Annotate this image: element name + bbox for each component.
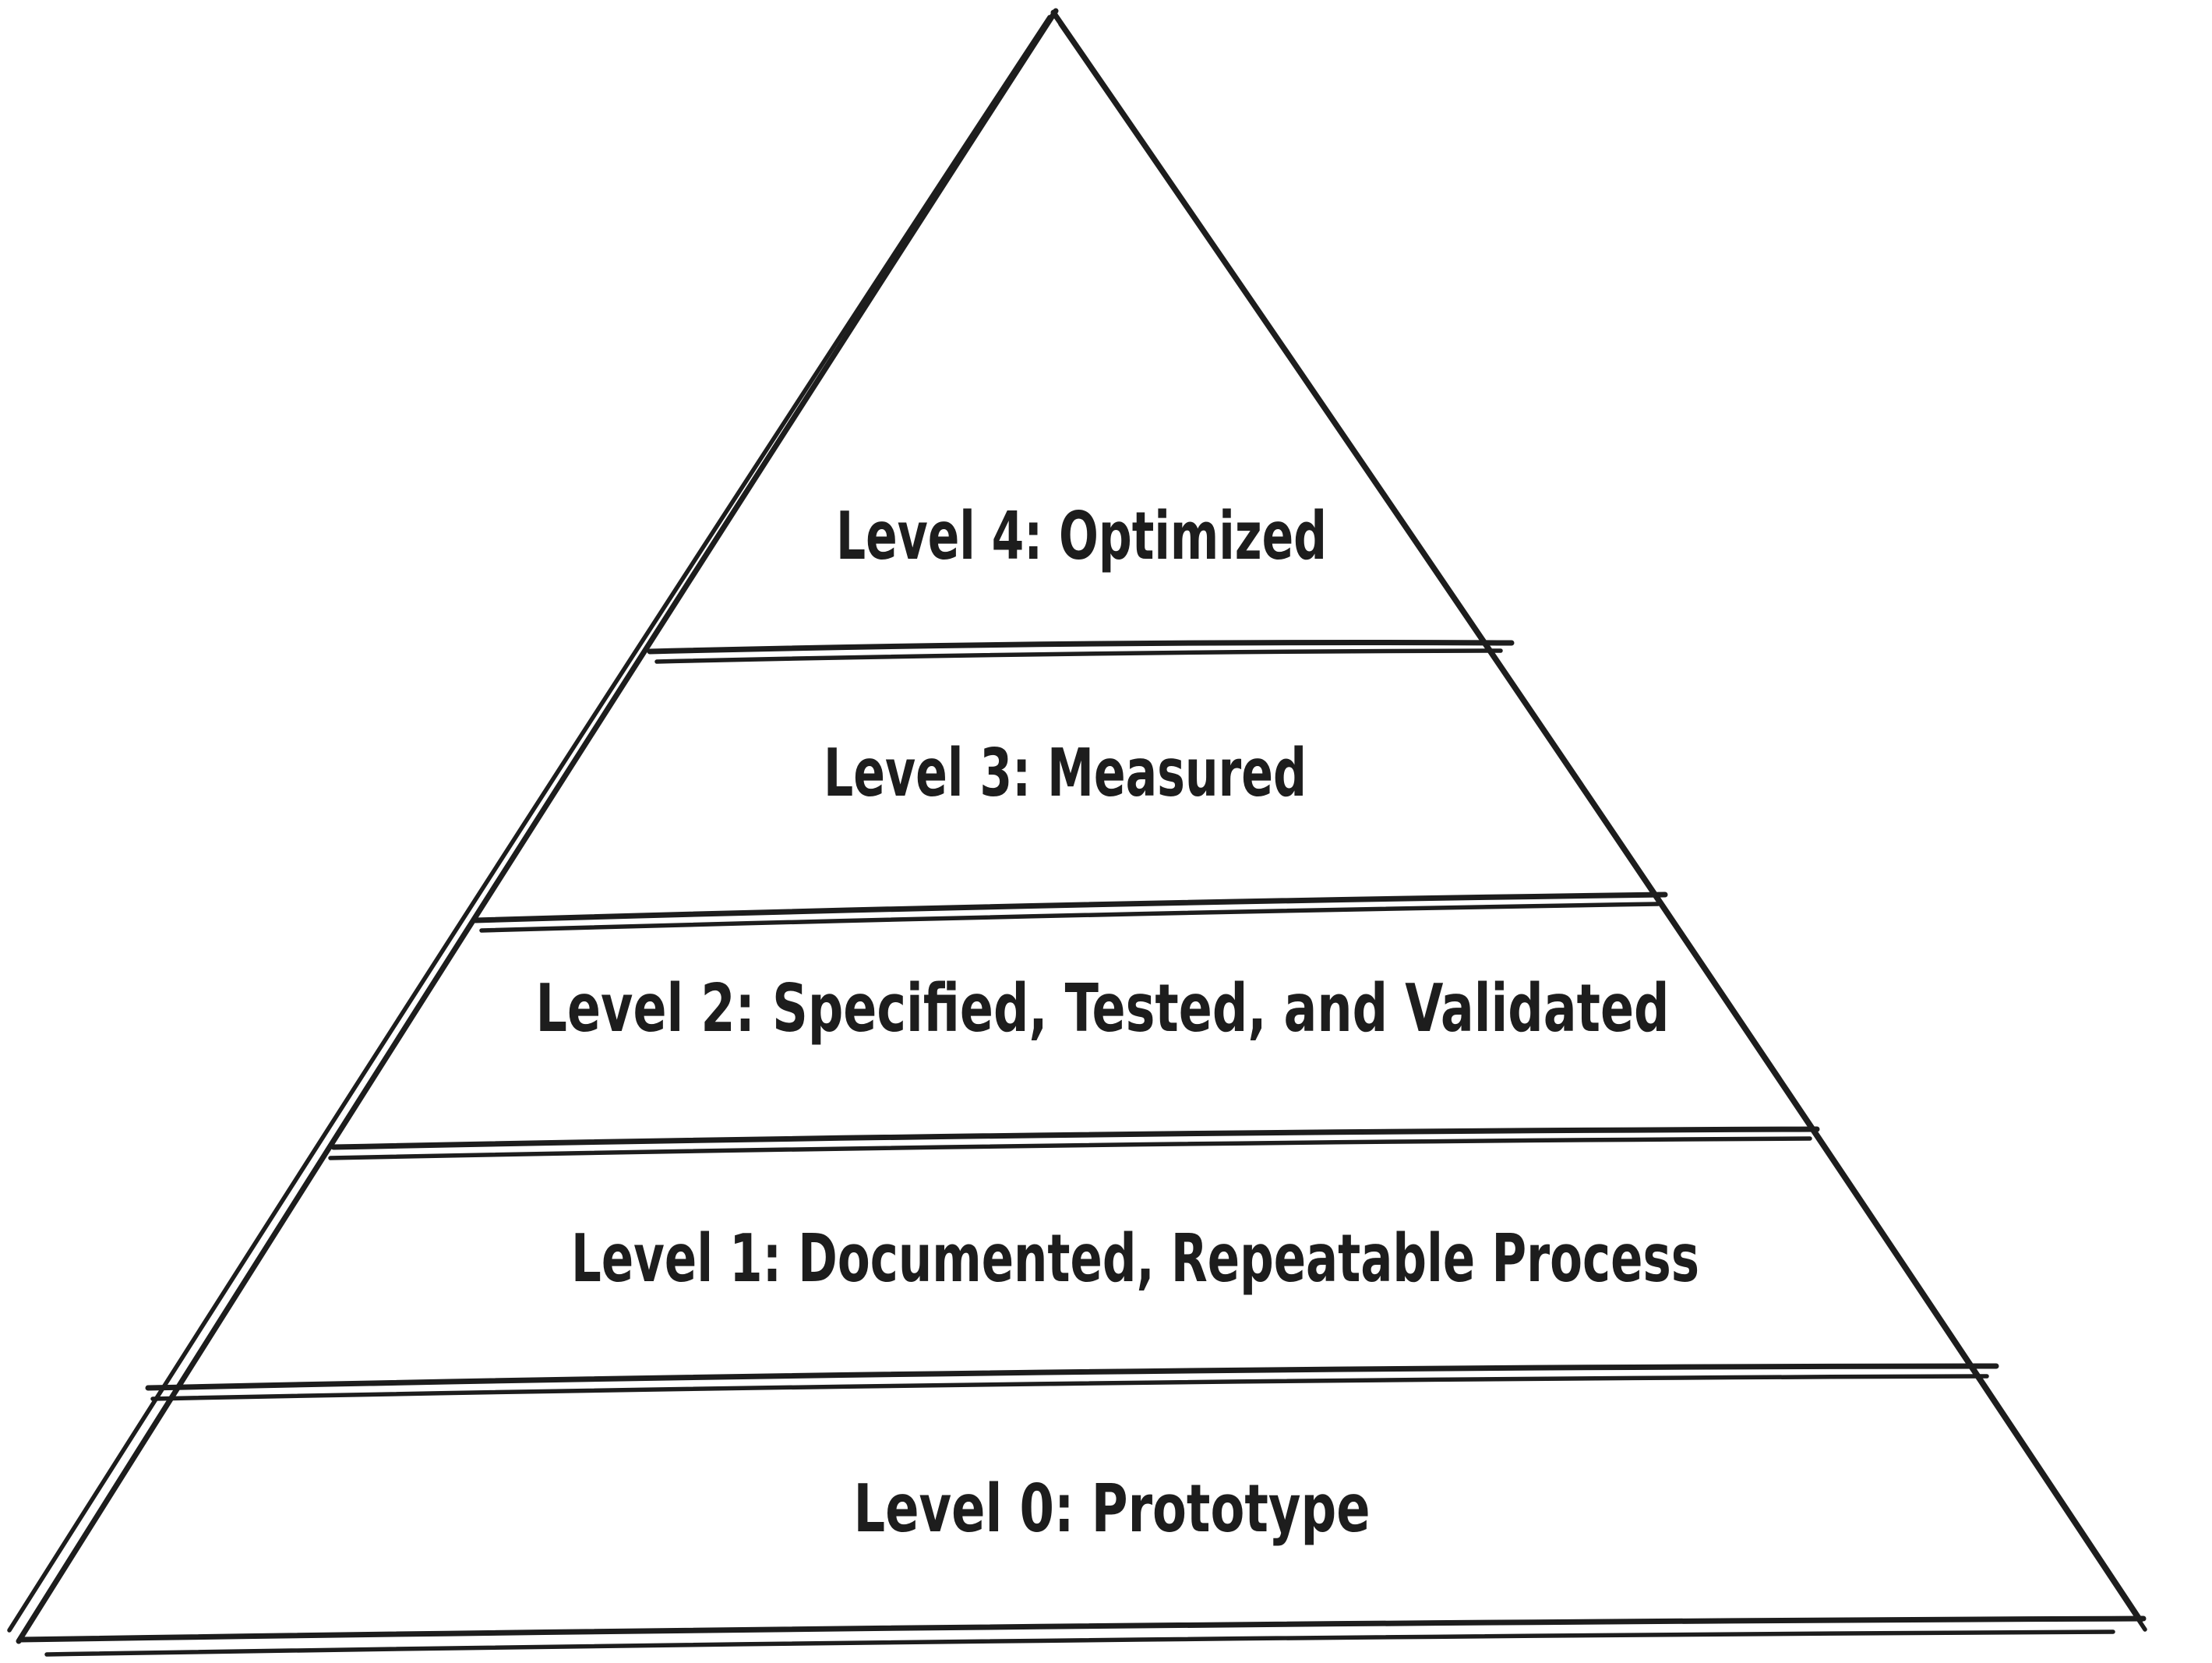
divider-line-4-overdraw <box>150 1374 1989 1401</box>
level-0-label: Level 0: Prototype <box>854 1471 1371 1548</box>
divider-line-4 <box>145 1363 1999 1391</box>
pyramid-outline <box>7 8 2147 1657</box>
divider-line-2 <box>472 892 1668 923</box>
divider-line-1 <box>647 639 1515 655</box>
divider-line-3 <box>330 1126 1820 1150</box>
level-dividers <box>145 639 1999 1401</box>
level-2-label: Level 2: Specified, Tested, and Validate… <box>536 970 1670 1047</box>
level-1-label: Level 1: Documented, Repeatable Process <box>571 1220 1699 1298</box>
pyramid-base-edge <box>17 1615 2147 1643</box>
level-labels: Level 4: Optimized Level 3: Measured Lev… <box>536 498 1700 1548</box>
divider-line-1-overdraw <box>654 648 1503 664</box>
divider-line-2-overdraw <box>479 902 1660 933</box>
pyramid-left-edge-overdraw <box>7 15 1052 1633</box>
level-3-label: Level 3: Measured <box>824 735 1307 812</box>
level-4-label: Level 4: Optimized <box>836 498 1327 575</box>
divider-line-3-overdraw <box>328 1136 1812 1160</box>
pyramid-base-edge-overdraw <box>44 1629 2115 1657</box>
pyramid-right-edge-overdraw <box>1058 22 2147 1632</box>
